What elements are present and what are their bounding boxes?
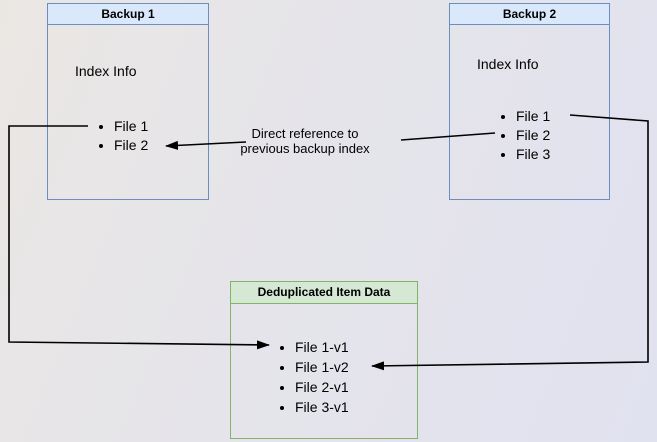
backup2-index-info-label: Index Info xyxy=(477,56,539,72)
direct-reference-label-line2: previous backup index xyxy=(240,141,370,156)
dedup-box: Deduplicated Item Data File 1-v1File 1-v… xyxy=(230,281,418,439)
file-list-item: File 2-v1 xyxy=(295,377,417,397)
direct-reference-label-line1: Direct reference to xyxy=(251,126,359,141)
backup1-index-info-label: Index Info xyxy=(75,63,137,79)
backup1-file-list: File 1File 2 xyxy=(48,117,208,155)
file-list-item: File 3 xyxy=(516,145,609,164)
backup1-box: Backup 1 Index Info File 1File 2 xyxy=(47,3,209,200)
file-list-item: File 1-v1 xyxy=(295,337,417,357)
backup2-box: Backup 2 Index Info File 1File 2File 3 xyxy=(449,3,610,200)
file-list-item: File 1-v2 xyxy=(295,357,417,377)
file-list-item: File 3-v1 xyxy=(295,397,417,417)
backup2-title: Backup 2 xyxy=(450,4,609,25)
direct-reference-label: Direct reference to previous backup inde… xyxy=(225,126,385,156)
backup1-title: Backup 1 xyxy=(48,4,208,25)
backup2-file-list: File 1File 2File 3 xyxy=(450,107,609,164)
file-list-item: File 1 xyxy=(516,107,609,126)
dedup-title: Deduplicated Item Data xyxy=(231,282,417,304)
file-list-item: File 2 xyxy=(114,136,208,155)
dedup-file-list: File 1-v1File 1-v2File 2-v1File 3-v1 xyxy=(231,337,417,417)
file-list-item: File 2 xyxy=(516,126,609,145)
file-list-item: File 1 xyxy=(114,117,208,136)
